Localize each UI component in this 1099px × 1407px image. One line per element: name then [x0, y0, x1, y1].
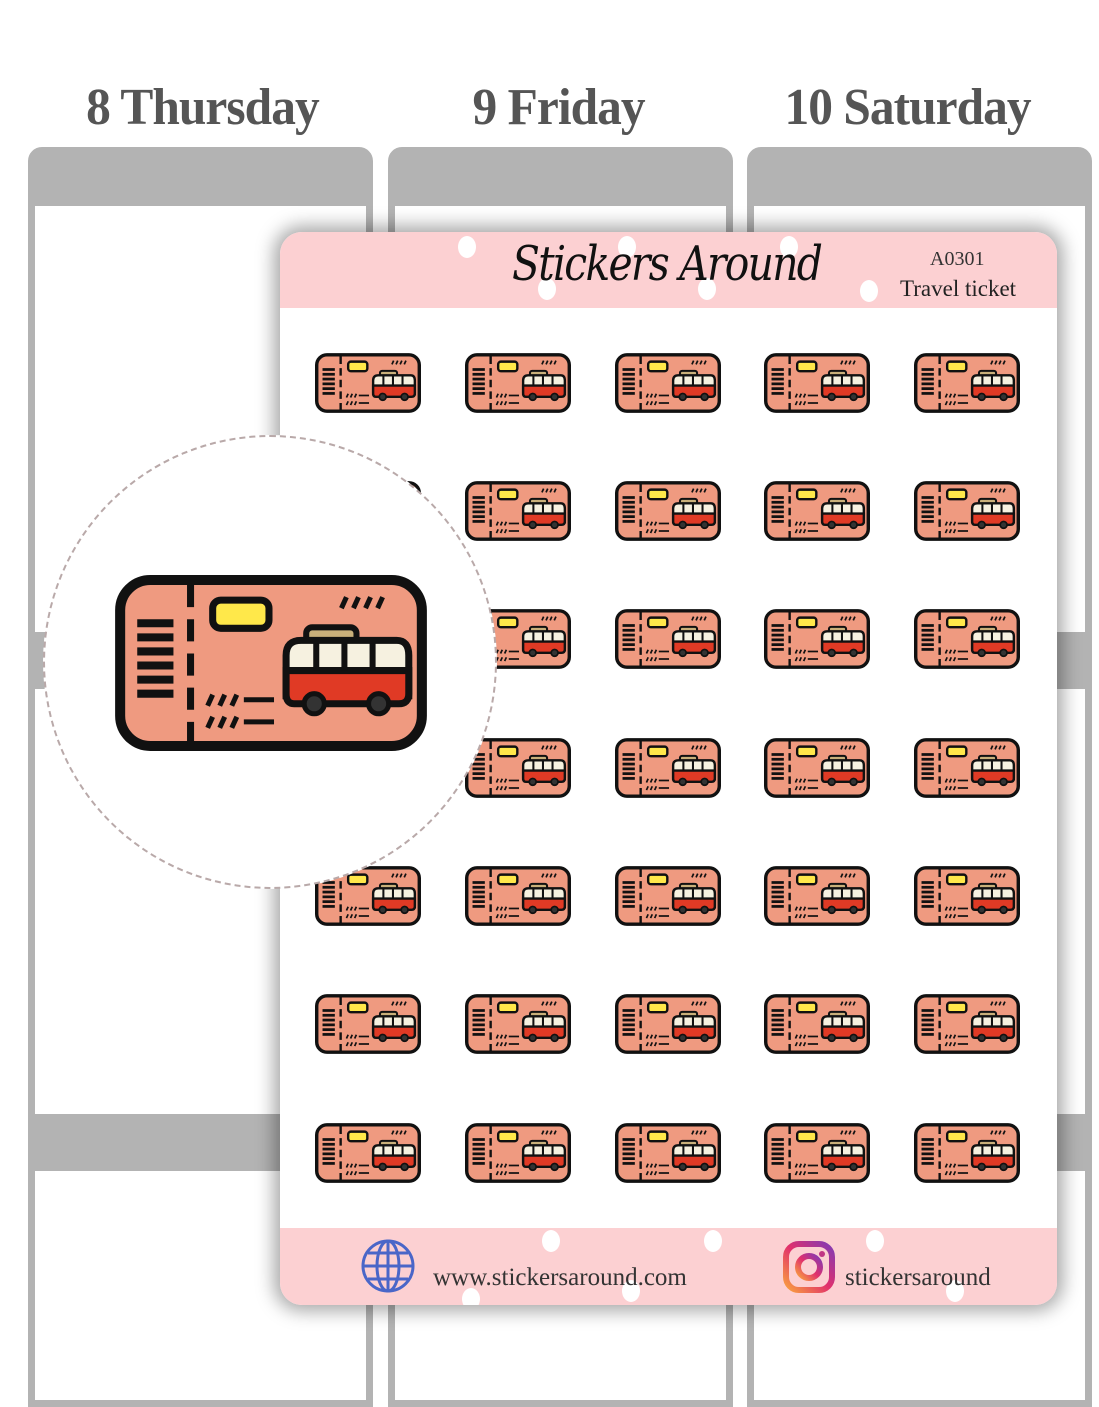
travel-ticket-sticker [465, 353, 571, 413]
travel-ticket-sticker [615, 866, 721, 926]
travel-ticket-sticker [615, 738, 721, 798]
travel-ticket-sticker [914, 738, 1020, 798]
website-link[interactable]: www.stickersaround.com [433, 1264, 687, 1291]
instagram-icon [783, 1241, 835, 1293]
travel-ticket-sticker [465, 738, 571, 798]
travel-ticket-sticker [465, 481, 571, 541]
travel-ticket-sticker [764, 353, 870, 413]
travel-ticket-sticker [914, 1123, 1020, 1183]
day-label-thursday: 8 Thursday [86, 79, 320, 136]
travel-ticket-sticker [764, 1123, 870, 1183]
travel-ticket-sticker [914, 609, 1020, 669]
travel-ticket-sticker [465, 1123, 571, 1183]
day-label-friday: 9 Friday [472, 79, 646, 136]
product-name: Travel ticket [900, 276, 1017, 301]
instagram-handle[interactable]: stickersaround [845, 1264, 991, 1291]
travel-ticket-sticker [764, 994, 870, 1054]
travel-ticket-sticker [615, 1123, 721, 1183]
travel-ticket-sticker [914, 353, 1020, 413]
travel-ticket-sticker [315, 994, 421, 1054]
globe-icon [361, 1239, 415, 1293]
magnified-sticker-preview [43, 435, 497, 889]
travel-ticket-sticker [615, 353, 721, 413]
sheet-header: Stickers Around A0301 Travel ticket [280, 232, 1057, 308]
travel-ticket-sticker [764, 866, 870, 926]
travel-ticket-sticker [615, 609, 721, 669]
day-label-saturday: 10 Saturday [784, 79, 1031, 136]
travel-ticket-sticker [764, 609, 870, 669]
brand-logo: Stickers Around [512, 236, 823, 292]
product-code: A0301 [930, 248, 985, 270]
travel-ticket-sticker [315, 1123, 421, 1183]
travel-ticket-sticker [914, 481, 1020, 541]
travel-ticket-sticker [615, 994, 721, 1054]
travel-ticket-sticker [465, 994, 571, 1054]
travel-ticket-sticker [914, 866, 1020, 926]
travel-ticket-sticker [914, 994, 1020, 1054]
travel-ticket-sticker [764, 738, 870, 798]
travel-ticket-sticker [315, 353, 421, 413]
travel-ticket-sticker [615, 481, 721, 541]
travel-ticket-bus-icon [115, 575, 427, 751]
travel-ticket-sticker [764, 481, 870, 541]
travel-ticket-sticker [465, 866, 571, 926]
